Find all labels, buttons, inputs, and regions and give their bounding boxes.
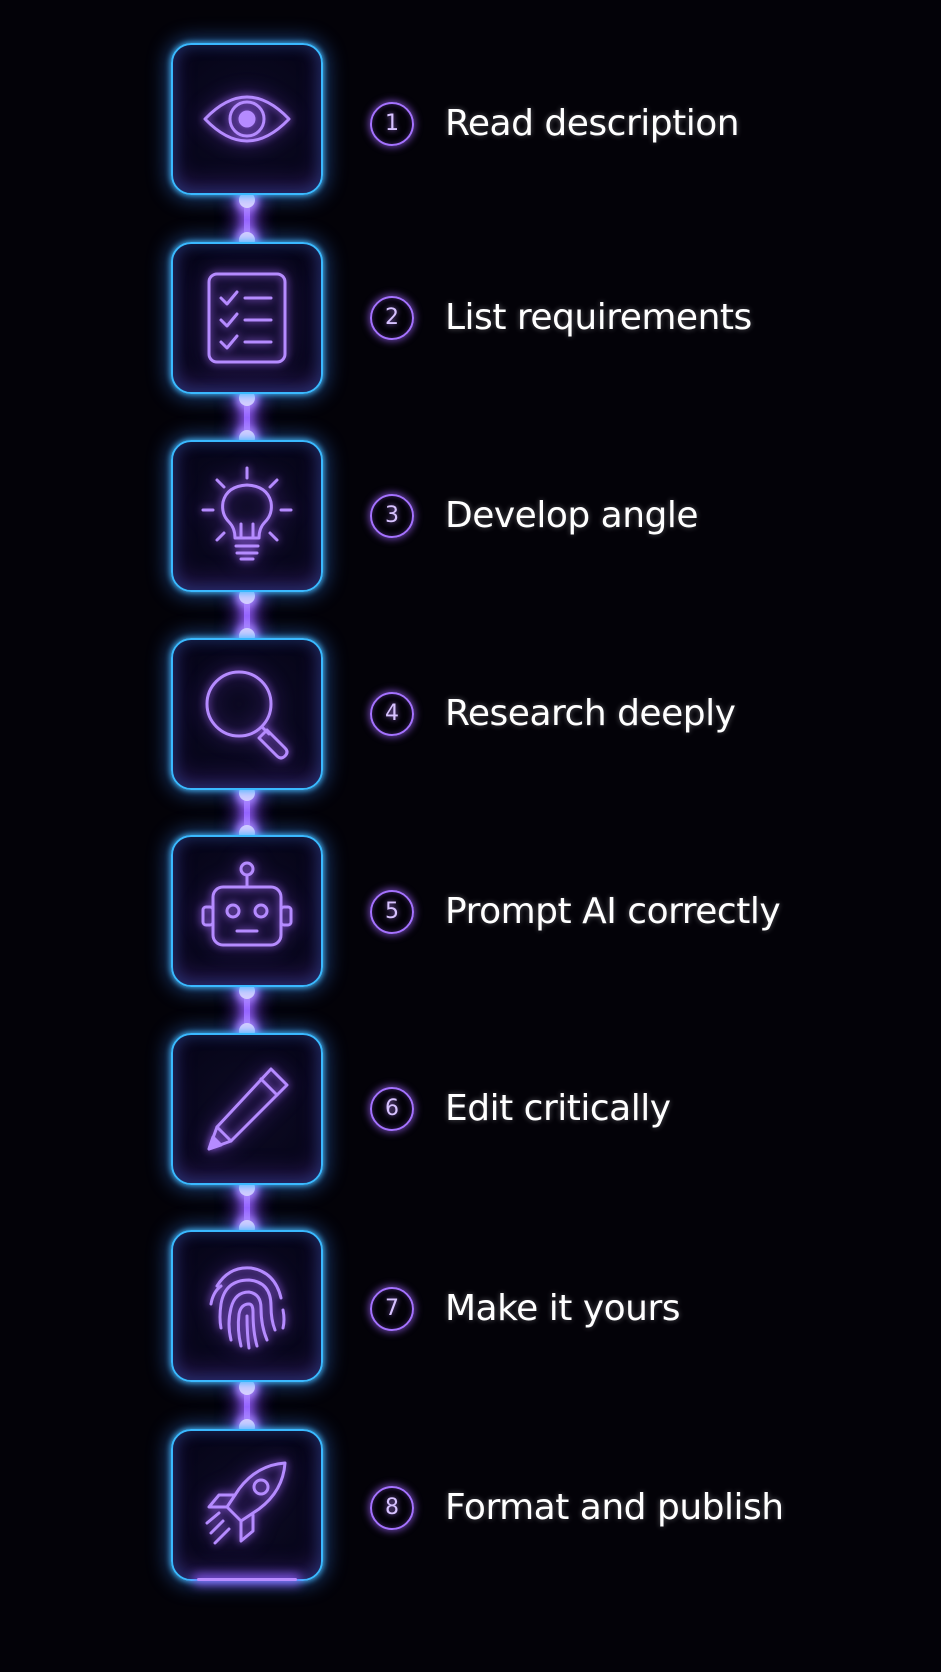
step-1-icon-box [171, 43, 323, 195]
fingerprint-icon [209, 1266, 286, 1350]
step-7-label: Make it yours [445, 1288, 681, 1329]
step-4-label: Research deeply [445, 693, 736, 734]
magnifying-glass-icon [205, 670, 289, 760]
step-2-number: 2 [370, 296, 414, 340]
step-5-label: Prompt AI correctly [445, 891, 781, 932]
pencil-icon [207, 1067, 289, 1151]
step-4-number: 4 [370, 692, 414, 736]
step-8-number: 8 [370, 1486, 414, 1530]
rocket-icon [205, 1461, 287, 1545]
step-6-number: 6 [370, 1087, 414, 1131]
step-7-icon-box [171, 1230, 323, 1382]
step-2-label: List requirements [445, 297, 752, 338]
robot-icon [201, 861, 293, 947]
connector-7-8 [239, 1379, 255, 1435]
step-2-icon-box [171, 242, 323, 394]
connector-4-5 [239, 785, 255, 841]
step-5-icon-box [171, 835, 323, 987]
connector-node [239, 588, 255, 604]
step-3-icon-box [171, 440, 323, 592]
step-8-icon-box [171, 1429, 323, 1581]
lightbulb-icon [201, 466, 293, 561]
eye-icon [203, 95, 291, 143]
connector-node [239, 1379, 255, 1395]
step-3-label: Develop angle [445, 495, 699, 536]
connector-node [239, 983, 255, 999]
step-1-number: 1 [370, 102, 414, 146]
connector-1-2 [239, 192, 255, 248]
checklist-icon [207, 272, 287, 364]
bottom-glow-accent [197, 1578, 297, 1581]
step-3-number: 3 [370, 494, 414, 538]
step-1-label: Read description [445, 103, 740, 144]
connector-6-7 [239, 1180, 255, 1236]
connector-3-4 [239, 588, 255, 644]
connector-node [239, 390, 255, 406]
step-5-number: 5 [370, 890, 414, 934]
step-7-number: 7 [370, 1287, 414, 1331]
connector-5-6 [239, 983, 255, 1039]
step-6-icon-box [171, 1033, 323, 1185]
step-4-icon-box [171, 638, 323, 790]
connector-node [239, 192, 255, 208]
step-6-label: Edit critically [445, 1088, 671, 1129]
step-8-label: Format and publish [445, 1487, 784, 1528]
connector-2-3 [239, 390, 255, 446]
